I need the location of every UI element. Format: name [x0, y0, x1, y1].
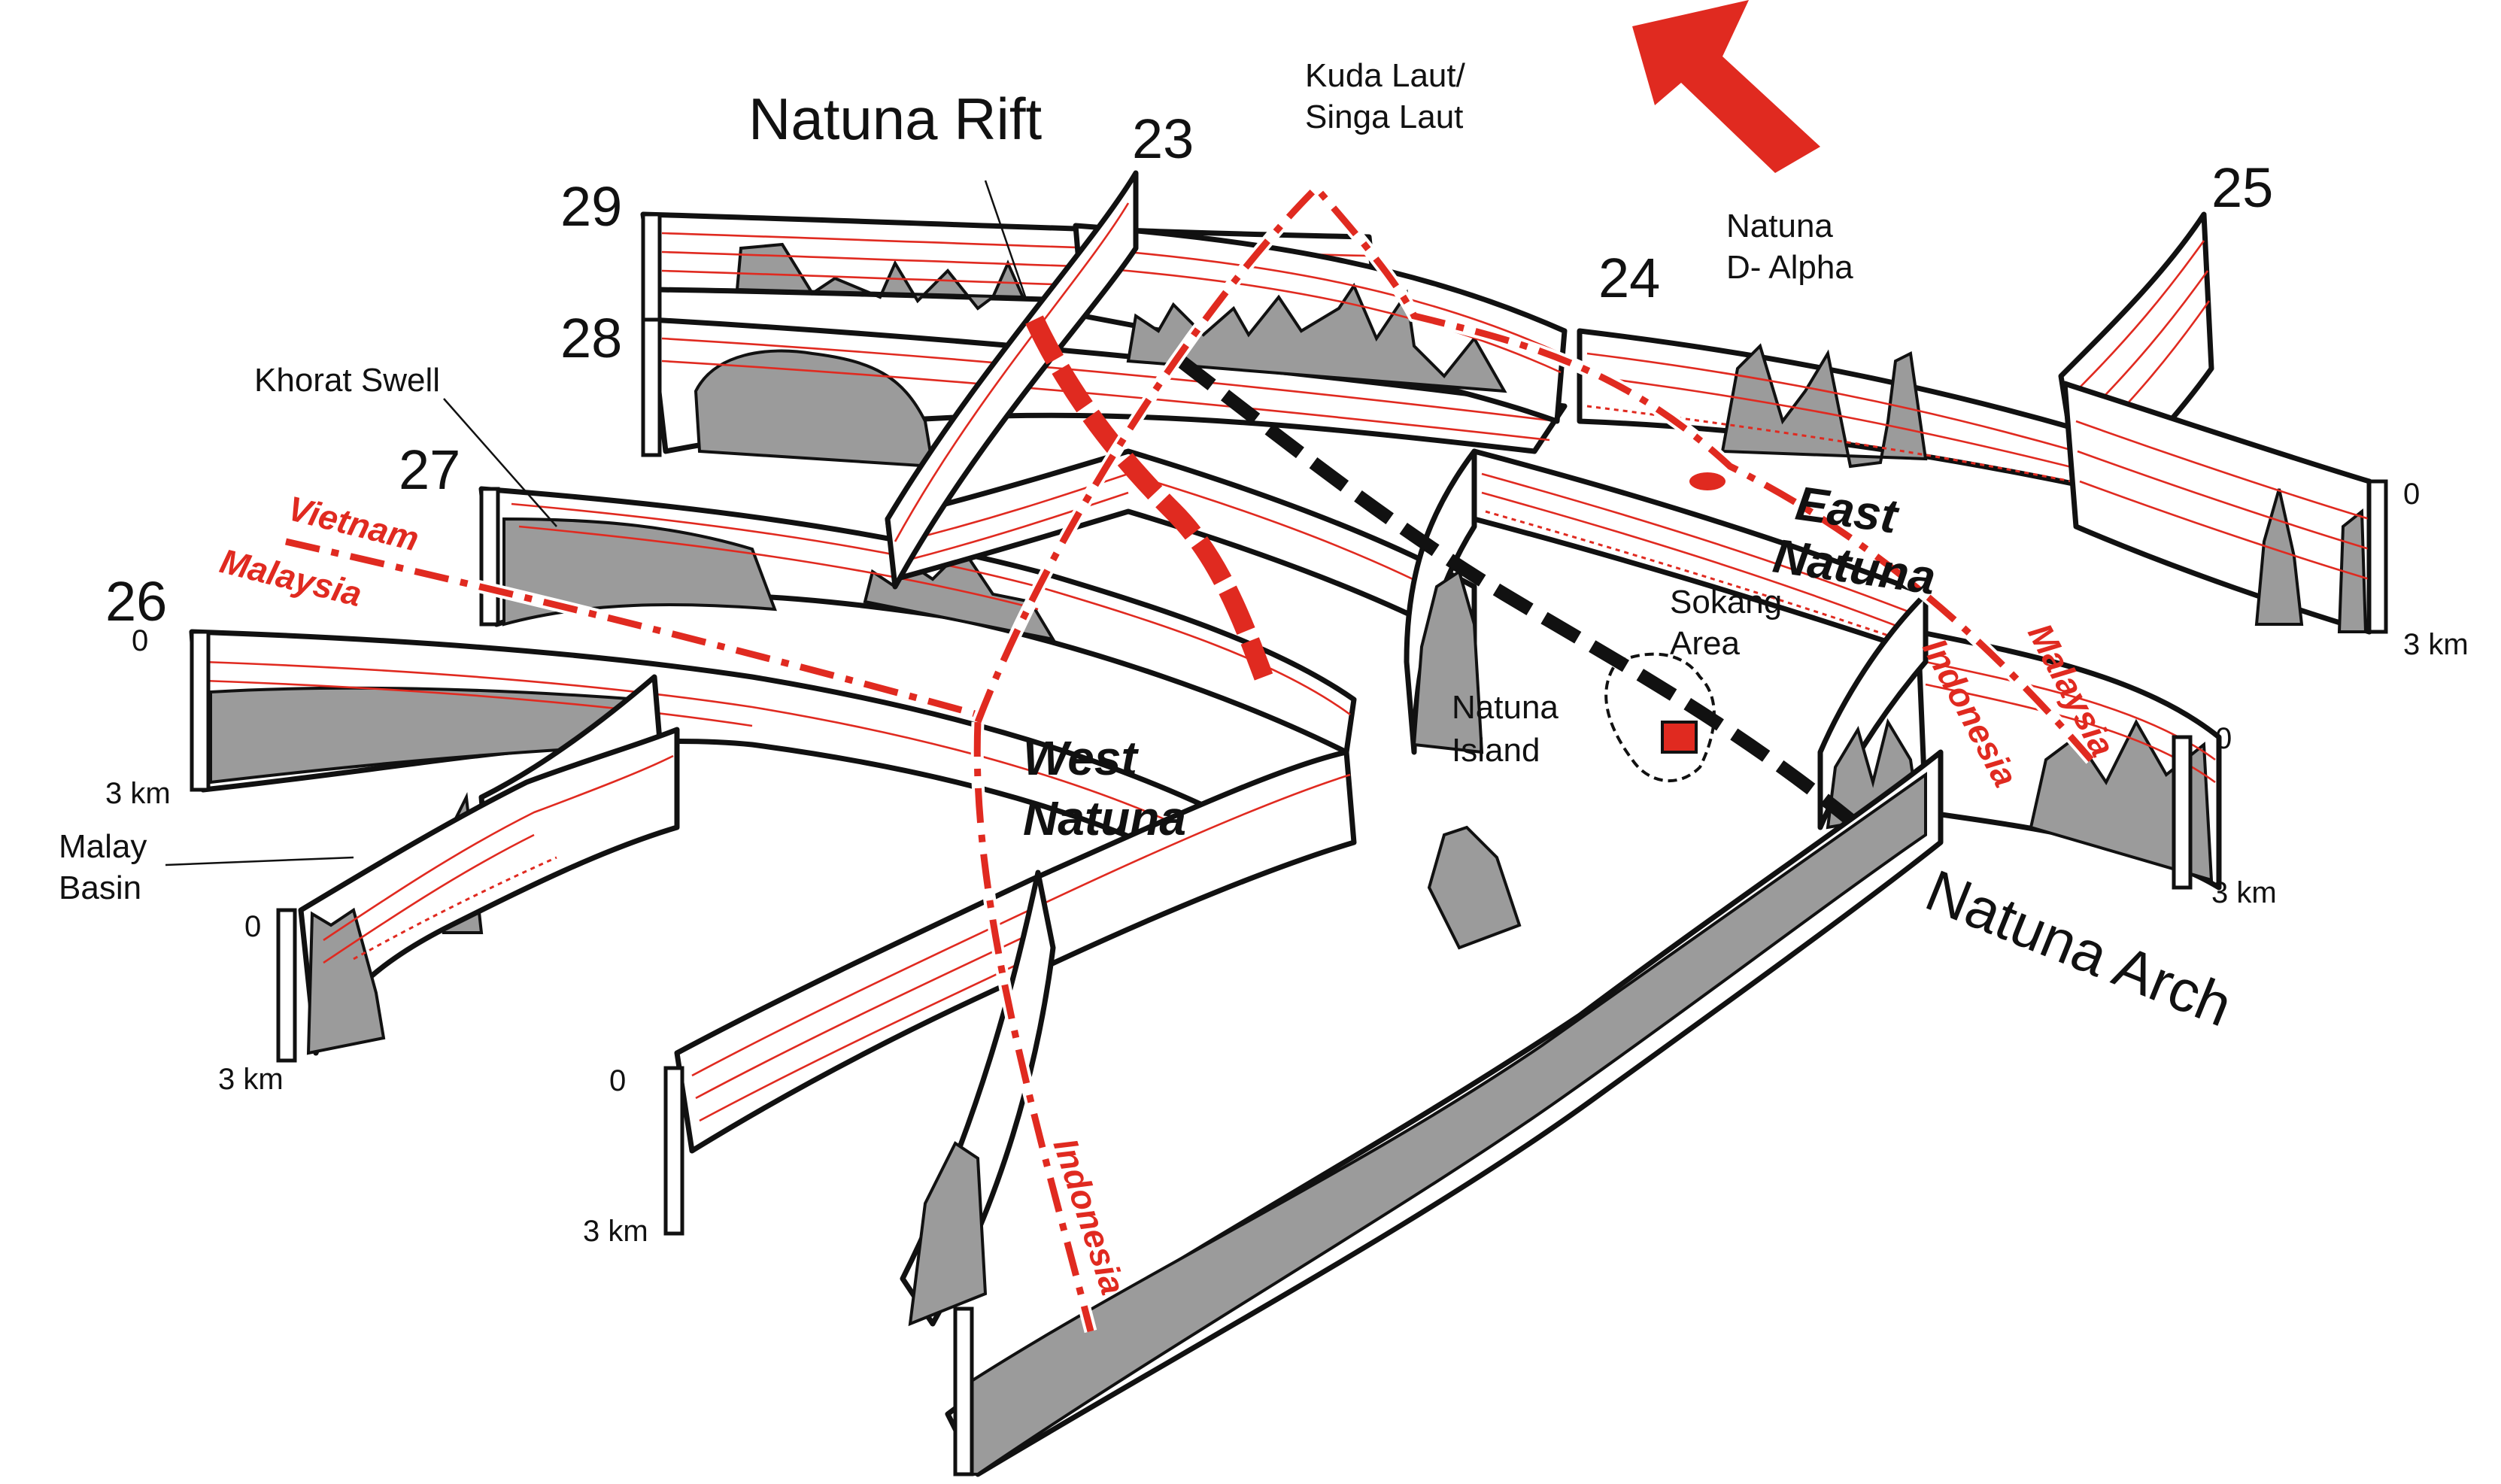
natuna-rift-label: Natuna Rift	[748, 86, 1043, 152]
natuna-d-alpha-marker	[1689, 472, 1726, 490]
malay-basin-label-line1: Malay	[59, 828, 147, 865]
natuna-d-alpha-label-line1: Natuna	[1726, 208, 1833, 244]
natuna-island-label-line1: Natuna	[1452, 689, 1559, 726]
kuda-laut-label-line2: Singa Laut	[1305, 99, 1463, 135]
sokang-area-label-line2: Area	[1670, 625, 1740, 662]
depth-zero-far-east: 0	[2403, 478, 2420, 511]
section-label-23: 23	[1132, 108, 1194, 170]
depth-zero-malay: 0	[244, 910, 261, 943]
natuna-island-label-line2: Island	[1452, 732, 1540, 769]
section-label-24: 24	[1598, 247, 1660, 309]
east-arm-panel	[2062, 381, 2372, 635]
section-29-east-panel	[1073, 223, 1568, 424]
section-label-28: 28	[560, 307, 622, 369]
natuna-arch-front-panel	[900, 749, 1944, 1477]
depth-3km-26: 3 km	[105, 777, 171, 810]
malay-basin-front-panel	[298, 727, 680, 1056]
section-label-29: 29	[560, 175, 622, 238]
west-natuna-label-line2: Natuna	[1023, 791, 1186, 845]
depth-3km-east: 3 km	[2211, 876, 2277, 909]
natuna-island	[1604, 652, 1716, 782]
north-arrow-icon	[1632, 0, 1820, 173]
malay-basin-label-line2: Basin	[59, 869, 141, 906]
natuna-d-alpha-label-line2: D- Alpha	[1726, 249, 1853, 286]
border-lines	[284, 178, 2096, 1334]
west-natuna-label-line1: West	[1023, 731, 1139, 785]
khorat-swell-label: Khorat Swell	[254, 362, 440, 399]
depth-zero-east: 0	[2215, 722, 2232, 755]
depth-3km-malay: 3 km	[218, 1063, 284, 1096]
section-28-panel	[648, 317, 1568, 469]
section-label-27: 27	[399, 439, 460, 501]
depth-3km-middle: 3 km	[583, 1215, 648, 1248]
depth-zero-26: 0	[132, 624, 148, 657]
section-label-26: 26	[105, 570, 167, 633]
natuna-rift-line	[1025, 315, 1273, 681]
section-label-25: 25	[2211, 156, 2273, 219]
middle-front-panel	[674, 749, 1522, 1154]
sokang-area-label-line1: Sokang	[1670, 584, 1782, 621]
section-27-panel	[478, 486, 1357, 755]
central-grid-panels	[885, 448, 2222, 891]
kuda-laut-label-line1: Kuda Laut/	[1305, 57, 1466, 94]
natuna-arch-label: Natuna Arch	[1917, 857, 2241, 1039]
depth-3km-far-east: 3 km	[2403, 628, 2469, 661]
natuna-arch-trend-line	[1176, 355, 1855, 825]
depth-zero-middle: 0	[609, 1064, 626, 1097]
